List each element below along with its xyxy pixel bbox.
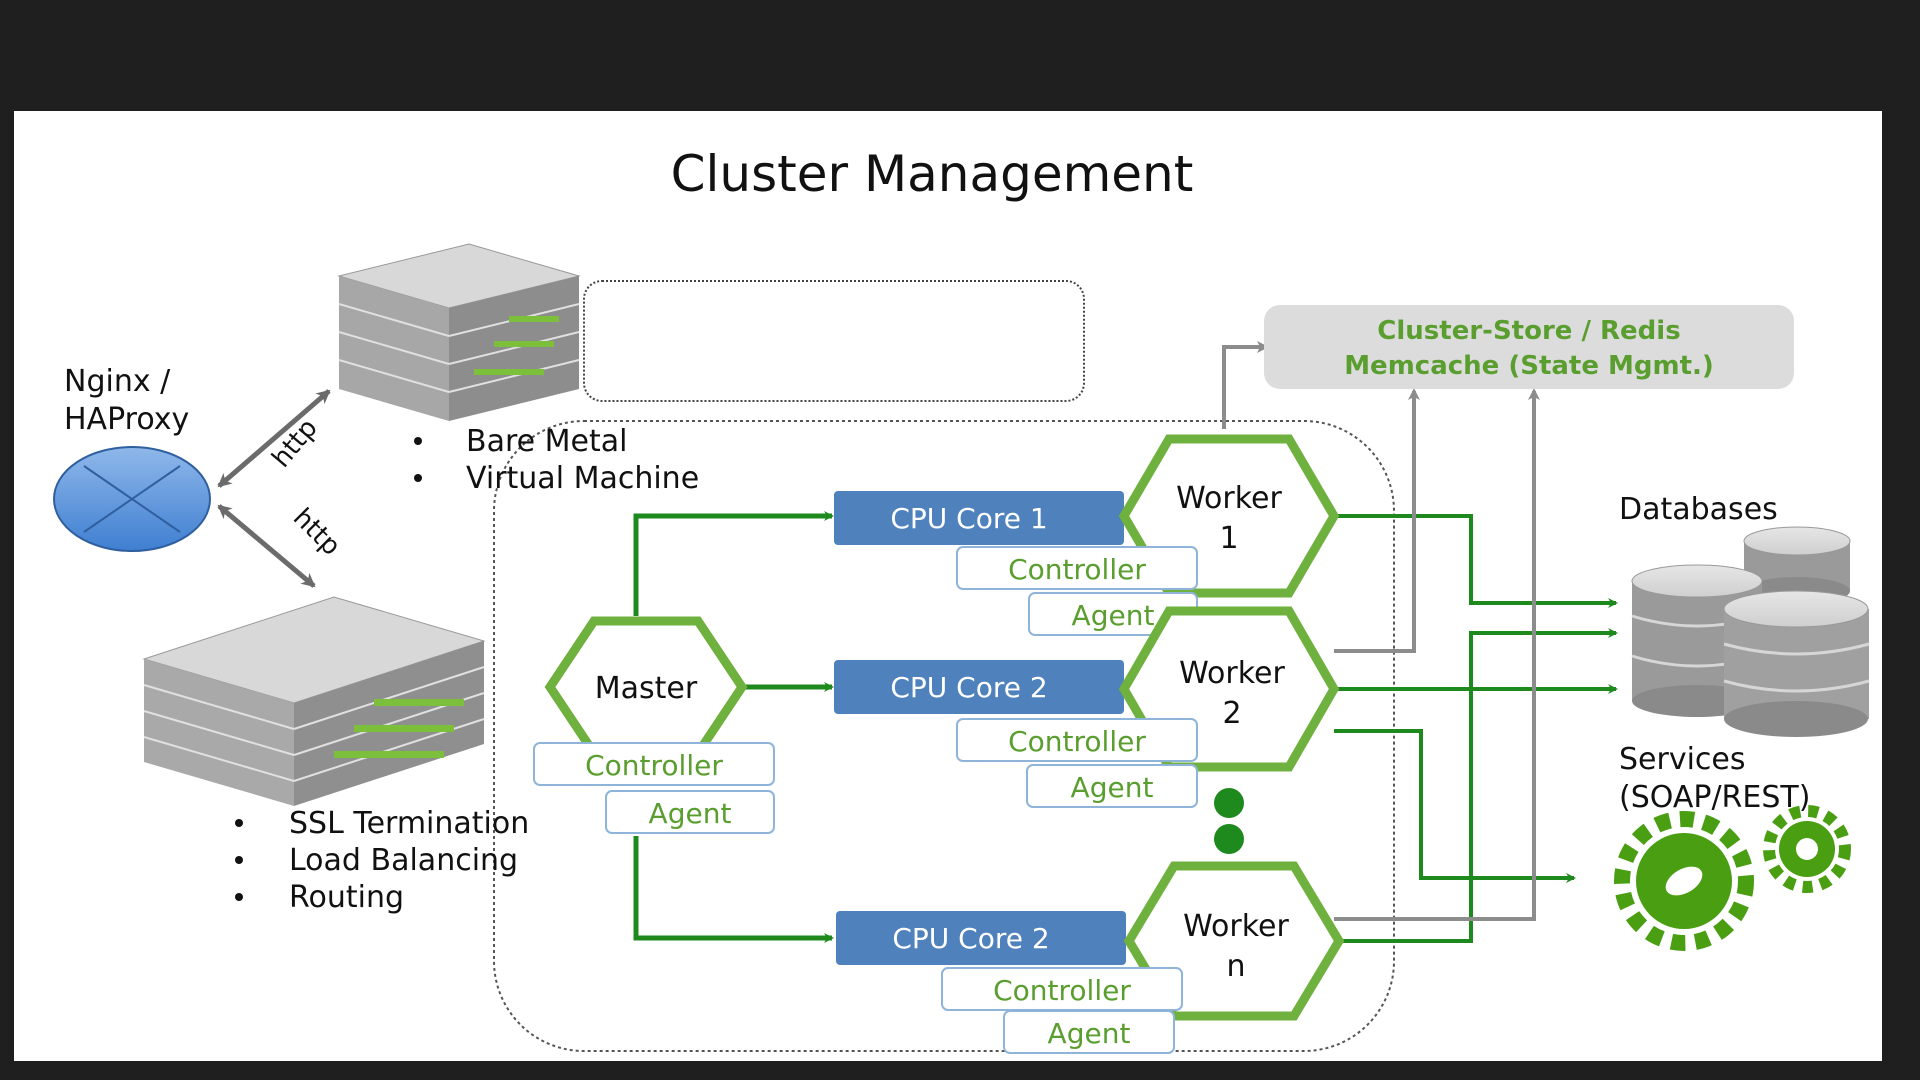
services-label-line2: (SOAP/REST): [1619, 780, 1810, 815]
flow-worker2-to-services: [1334, 729, 1576, 883]
flow-cluster-to-state-store: [1222, 341, 1269, 429]
bullet-dot: [235, 893, 243, 901]
worker-agent-label: Agent: [1048, 1017, 1131, 1050]
worker-n-group: CPU Core 2 Worker n Controller Agent: [836, 861, 1345, 1054]
bullet-dot: [414, 474, 422, 482]
load-balancer-icon: [53, 446, 211, 552]
cluster-diagram: Cluster Management Nginx /: [53, 145, 1870, 1054]
diagram-title: Cluster Management: [671, 145, 1194, 203]
cpu-core-label: CPU Core 2: [892, 922, 1049, 955]
master-node-label: Master: [595, 671, 698, 706]
flow-worker1-to-databases: [1334, 514, 1618, 608]
worker-name-line2: 2: [1222, 696, 1241, 731]
worker-agent-box: [1026, 764, 1198, 808]
flow-master-to-cpu1: [633, 511, 834, 616]
worker-agent-label: Agent: [1071, 771, 1154, 804]
cluster-boundary: [493, 420, 1395, 1052]
worker-controller-label: Controller: [1008, 725, 1146, 758]
worker-2-group: CPU Core 2 Worker 2 Controller Agent: [834, 606, 1340, 808]
http-link-top: [217, 389, 331, 488]
cpu-core-box: [834, 491, 1124, 545]
cpu-core-box: [834, 660, 1124, 714]
worker-1-group: CPU Core 1 Worker 1 Controller Agent: [834, 434, 1340, 636]
state-store-label-line1: Cluster-Store / Redis: [1377, 316, 1680, 346]
master-agent-label: Agent: [649, 797, 732, 830]
flow-worker2-to-state-store: [1334, 388, 1420, 653]
load-balancer-label-line1: Nginx /: [64, 364, 171, 399]
master-controller-box: [533, 742, 775, 786]
database-icon: [1631, 526, 1870, 737]
server-type-item: Virtual Machine: [466, 461, 699, 496]
server-type-item: Bare Metal: [466, 424, 627, 459]
ellipsis-dot: [1214, 824, 1244, 854]
worker-controller-label: Controller: [993, 974, 1131, 1007]
state-store-box: [1264, 305, 1794, 389]
server-types-list: Bare Metal Virtual Machine: [414, 424, 699, 496]
worker-agent-label: Agent: [1072, 599, 1155, 632]
databases-label: Databases: [1619, 492, 1778, 527]
cpu-core-label: CPU Core 1: [890, 502, 1047, 535]
state-store-label-line2: Memcache (State Mgmt.): [1344, 351, 1714, 381]
worker-name-line2: n: [1226, 949, 1245, 984]
master-controller-label: Controller: [585, 749, 723, 782]
master-agent-box: [605, 790, 775, 834]
cpu-core-box: [836, 911, 1126, 965]
worker-name-line1: Worker: [1183, 909, 1289, 944]
server-rack-bottom-icon: [142, 596, 486, 806]
worker-name-line1: Worker: [1176, 481, 1282, 516]
server-rack-top-icon: [337, 243, 581, 421]
worker-name-line1: Worker: [1179, 656, 1285, 691]
services-label-line1: Services: [1619, 742, 1746, 777]
load-balancer-label-line2: HAProxy: [64, 402, 189, 437]
gears-icon: [1614, 805, 1851, 951]
lb-feature-item: SSL Termination: [289, 806, 529, 841]
worker-agent-box: [1003, 1010, 1175, 1054]
blank-callout-box: [583, 280, 1085, 402]
flow-workern-to-state-store: [1334, 388, 1540, 921]
flow-workern-to-databases: [1334, 628, 1618, 943]
lb-feature-item: Load Balancing: [289, 843, 518, 878]
flow-master-to-cpun: [633, 836, 834, 943]
lb-feature-item: Routing: [289, 880, 404, 915]
worker-controller-label: Controller: [1008, 553, 1146, 586]
bullet-dot: [235, 819, 243, 827]
bullet-dot: [235, 856, 243, 864]
cpu-core-label: CPU Core 2: [890, 671, 1047, 704]
http-link-bottom: [217, 504, 316, 588]
lb-features-list: SSL Termination Load Balancing Routing: [235, 806, 529, 915]
http-link-top-label: http: [266, 413, 323, 473]
ellipsis-dot: [1214, 788, 1244, 818]
worker-controller-box: [956, 718, 1198, 762]
slide-canvas: Cluster Management Nginx /: [14, 111, 1882, 1061]
bullet-dot: [414, 437, 422, 445]
worker-name-line2: 1: [1219, 521, 1238, 556]
worker-controller-box: [956, 546, 1198, 590]
http-link-bottom-label: http: [287, 503, 346, 562]
